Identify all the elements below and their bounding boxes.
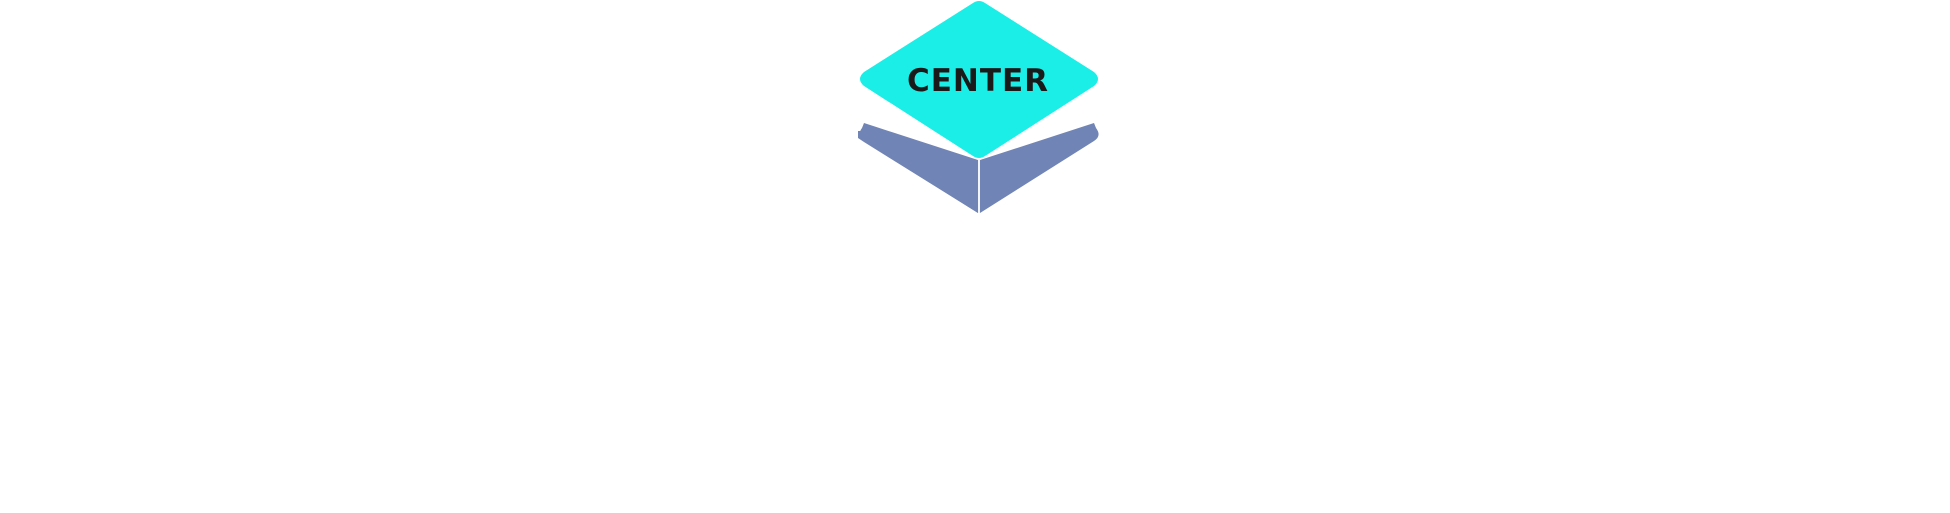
center-node[interactable]: CENTER bbox=[858, 1, 1099, 214]
center-node-top-face bbox=[860, 1, 1098, 158]
center-node-base-left bbox=[859, 123, 978, 213]
center-node-label: CENTER bbox=[907, 63, 1049, 99]
center-node-base-right bbox=[980, 123, 1099, 213]
